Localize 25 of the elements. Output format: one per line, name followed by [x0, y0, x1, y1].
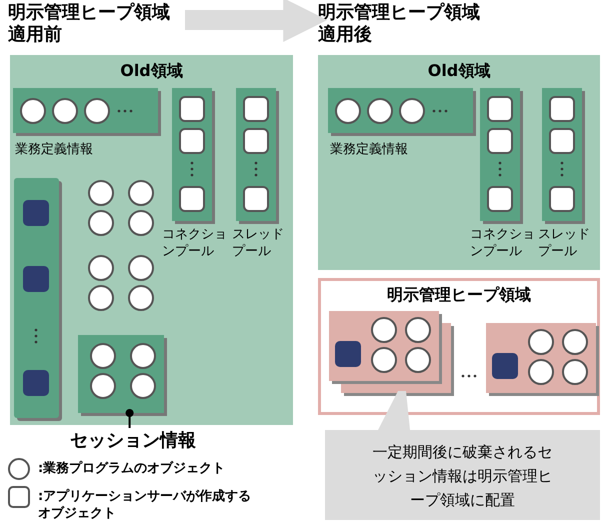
memory-area-panel	[318, 55, 600, 270]
session-card	[486, 323, 596, 393]
legend-text: :業務プログラムのオブジェクト	[38, 460, 226, 477]
callout-tail	[378, 391, 410, 430]
pool-label: 業務定義情報	[15, 141, 93, 158]
memory-area-panel	[10, 55, 293, 425]
panel-title: 明示管理ヒープ領域	[386, 285, 532, 306]
pool-label: コネクションプール	[470, 226, 536, 260]
heading: 明示管理ヒープ領域適用前	[8, 2, 183, 50]
pool-label: スレッドプール	[232, 226, 285, 260]
panel-title: Old領域	[426, 61, 492, 82]
heap-area-panel	[318, 278, 600, 415]
panel-title: Old領域	[119, 61, 184, 82]
callout-label: セッション情報	[70, 428, 240, 454]
heading: 明示管理ヒープ領域適用後	[318, 2, 493, 50]
session-card-stack	[329, 311, 439, 381]
legend-text: :アプリケーションサーバが作成するオブジェクト	[38, 488, 252, 522]
callout-box: 一定期間後に破棄されるセッション情報は明示管理ヒープ領域に配置	[325, 430, 600, 520]
arrow	[185, 0, 328, 42]
leader-line	[126, 409, 134, 428]
pool-label: スレッドプール	[538, 226, 591, 260]
pool-label: 業務定義情報	[330, 141, 408, 158]
session-box	[78, 335, 164, 413]
session-object-bar	[14, 178, 59, 418]
pool-label: コネクションプール	[162, 226, 228, 260]
